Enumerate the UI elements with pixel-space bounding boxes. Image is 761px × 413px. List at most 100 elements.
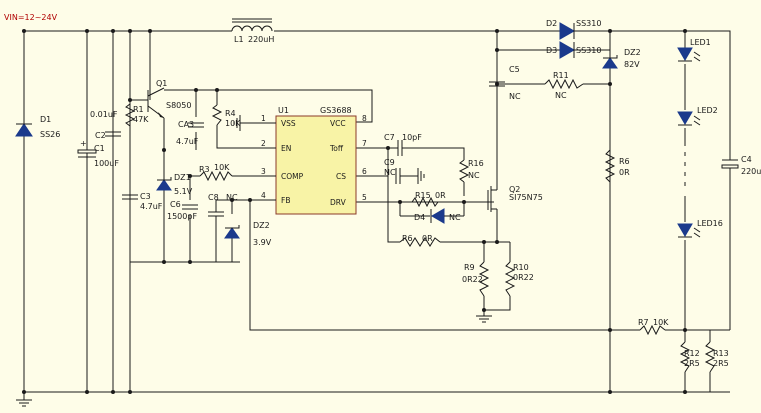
- dz2b-value: 82V: [624, 60, 640, 69]
- c4-value: 220uF: [741, 167, 761, 176]
- ic-pin-drv: DRV: [330, 198, 347, 207]
- d1-value: SS26: [40, 130, 60, 139]
- svg-text:+: +: [80, 139, 87, 148]
- led1-ref: LED1: [690, 38, 711, 47]
- r9-value: 0R22: [462, 275, 483, 284]
- diode-d3: D3 SS310: [546, 41, 601, 59]
- r6b-ref: R6: [619, 157, 630, 166]
- ic-pin-fb: FB: [281, 196, 290, 205]
- r12-ref: R12: [684, 349, 700, 358]
- c8-value: NC: [226, 193, 238, 202]
- r16-value: NC: [468, 171, 480, 180]
- r13-ref: R13: [713, 349, 729, 358]
- r10-value: 0R22: [513, 273, 534, 282]
- c2-ref: C2: [95, 131, 106, 140]
- resistor-r6-gate: R6 0R: [399, 234, 441, 247]
- ic-pin-6-num: 6: [362, 167, 367, 176]
- d4-ref: D4: [414, 213, 425, 222]
- zener-dz2-82v: DZ2 82V: [602, 48, 641, 69]
- d3-ref: D3: [546, 46, 557, 55]
- r15-ref: R15: [415, 191, 431, 200]
- dz2b-ref: DZ2: [624, 48, 641, 57]
- resistor-r13: R13 2R5: [704, 341, 729, 373]
- q1-value: S8050: [166, 101, 191, 110]
- r4-value: 10K: [225, 119, 241, 128]
- resistor-r11: R11 NC: [544, 71, 584, 100]
- r9-ref: R9: [464, 263, 475, 272]
- r7-ref: R7: [638, 318, 649, 327]
- ic-pin-5-num: 5: [362, 193, 367, 202]
- ic-part: GS3688: [320, 106, 352, 115]
- r11-ref: R11: [553, 71, 569, 80]
- r6a-ref: R6: [402, 234, 413, 243]
- d4-value: NC: [449, 213, 461, 222]
- led-led2: LED2: [677, 106, 718, 126]
- l1-ref: L1: [234, 35, 244, 44]
- capacitor-c5: C5 NC: [489, 65, 521, 101]
- capacitor-c3: C3 4.7uF: [122, 192, 163, 211]
- ground-main: [16, 392, 32, 407]
- c6-value: 1500pF: [167, 212, 197, 221]
- q2-ref: Q2: [509, 185, 520, 194]
- q2-value: SI75N75: [509, 193, 543, 202]
- diode-d2: D2 SS310: [546, 19, 601, 40]
- resistor-r9: R9 0R22: [462, 261, 490, 297]
- r4-ref: R4: [225, 109, 236, 118]
- led-led16: LED16: [677, 219, 723, 238]
- c4-ref: C4: [741, 155, 752, 164]
- ic-pin-8-num: 8: [362, 114, 367, 123]
- r6a-value: 0R: [422, 234, 433, 243]
- ic-pin-vss: VSS: [281, 119, 296, 128]
- resistor-r1: R1 47K: [124, 100, 149, 130]
- d2-value: SS310: [576, 19, 601, 28]
- ic-ref: U1: [278, 106, 289, 115]
- r13-value: 2R5: [713, 359, 729, 368]
- transistor-q1: Q1 S8050: [147, 79, 191, 119]
- dz2a-ref: DZ2: [253, 221, 270, 230]
- r11-value: NC: [555, 91, 567, 100]
- zener-dz2-3v9: DZ2 3.9V: [224, 221, 272, 247]
- r1-value: 47K: [133, 115, 149, 124]
- led2-ref: LED2: [697, 106, 718, 115]
- c7-value: 10pF: [402, 133, 422, 142]
- ic-pin-vcc: VCC: [330, 119, 346, 128]
- resistor-r7: R7 10K: [610, 318, 669, 336]
- ground-sense: [476, 315, 492, 323]
- ic-pin-4-num: 4: [261, 191, 266, 200]
- capacitor-c2: 0.01uF C2: [90, 110, 121, 140]
- ic-u1: U1 GS3688 1 2 3 4 VSS EN COMP FB 8 7 6 5…: [256, 106, 367, 215]
- led16-ref: LED16: [697, 219, 723, 228]
- r1-ref: R1: [133, 105, 144, 114]
- dz1-value: 5.1V: [174, 187, 193, 196]
- r15-value: 0R: [435, 191, 446, 200]
- ic-pin-cs: CS: [336, 172, 346, 181]
- r3-value: 10K: [214, 163, 230, 172]
- r6b-value: 0R: [619, 168, 630, 177]
- r16-ref: R16: [468, 159, 484, 168]
- c1-value: 100uF: [94, 159, 119, 168]
- ic-pin-toff: Toff: [329, 144, 344, 153]
- resistor-r16: R16 NC: [458, 159, 484, 183]
- ic-pin-2-num: 2: [261, 139, 266, 148]
- ca3-ref: CA3: [178, 120, 194, 129]
- resistor-r3: R3 10K: [199, 163, 233, 182]
- diode-d4: D4 NC: [400, 208, 464, 224]
- c6-ref: C6: [170, 200, 181, 209]
- mosfet-q2: Q2 SI75N75: [487, 185, 543, 212]
- input-voltage-label: VIN=12~24V: [4, 13, 58, 22]
- dz2a-value: 3.9V: [253, 238, 272, 247]
- c3-ref: C3: [140, 192, 151, 201]
- c9-value: NC: [384, 168, 396, 177]
- l1-value: 220uH: [248, 35, 274, 44]
- c5-ref: C5: [509, 65, 520, 74]
- capacitor-c9: C9 NC: [384, 158, 401, 184]
- c8-ref: C8: [208, 193, 219, 202]
- c9-ref: C9: [384, 158, 395, 167]
- d1-ref: D1: [40, 115, 51, 124]
- c5-value: NC: [509, 92, 521, 101]
- ic-pin-1-num: 1: [261, 114, 266, 123]
- ic-pin-comp: COMP: [281, 172, 304, 181]
- inductor-l1: L1 220uH: [231, 18, 274, 44]
- r12-value: 2R5: [684, 359, 700, 368]
